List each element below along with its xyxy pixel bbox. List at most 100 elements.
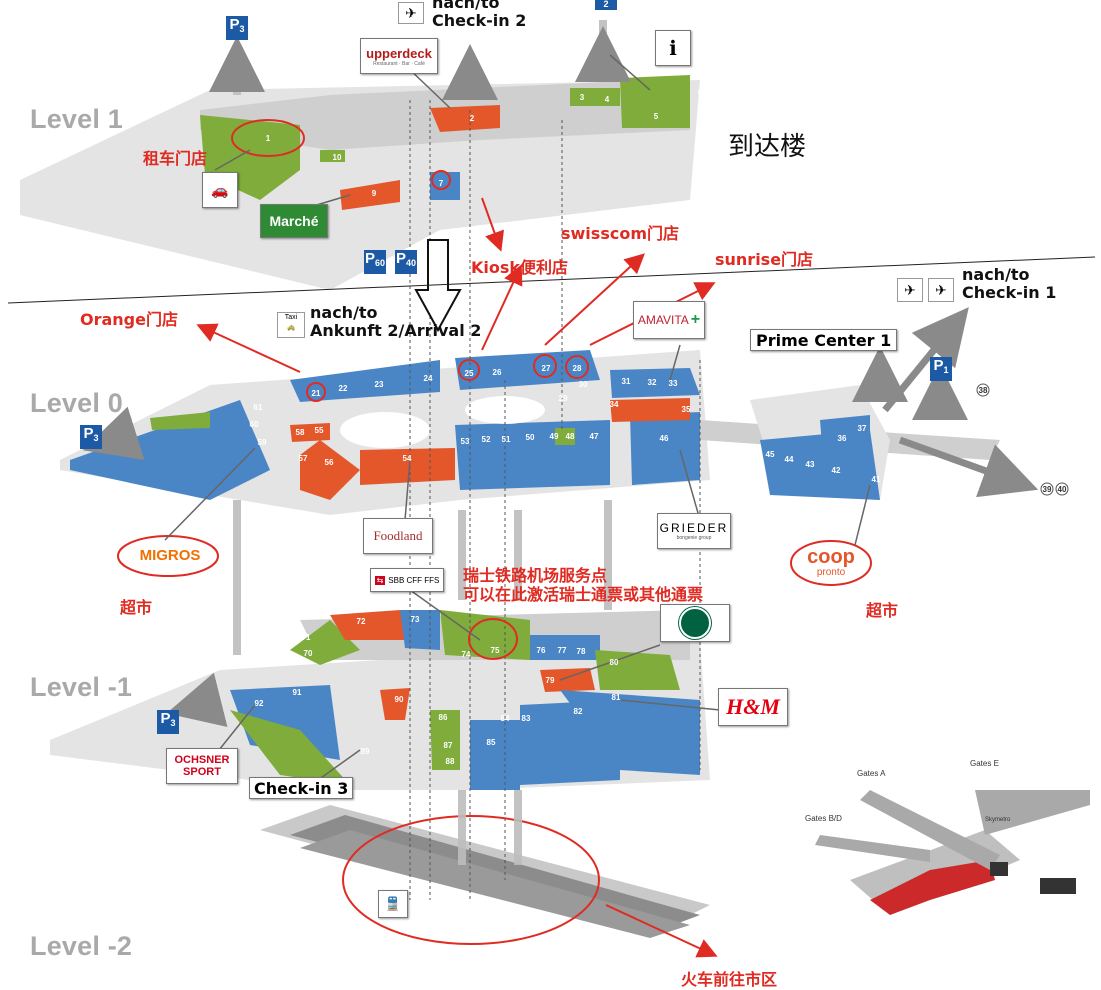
unit-number-88: 88 xyxy=(446,757,455,766)
orange-annotation: Orange门店 xyxy=(80,310,178,329)
unit-number-80: 80 xyxy=(610,658,619,667)
unit-number-89: 89 xyxy=(361,747,370,756)
arrival-plane-icon: ✈ xyxy=(928,278,954,302)
airplane-icon: ✈ xyxy=(398,2,424,24)
checkin-1-sign: nach/to Check-in 1 xyxy=(962,265,1057,302)
migros-logo: MIGROS xyxy=(139,546,201,564)
checkin-2-sign: nach/to Check-in 2 xyxy=(432,0,527,30)
unit-number-40: 40 xyxy=(1058,485,1067,494)
starbucks-icon xyxy=(679,607,711,639)
unit-number-36: 36 xyxy=(838,434,847,443)
parking-p2-sign: 2 xyxy=(595,0,617,10)
unit-number-47: 47 xyxy=(590,432,599,441)
unit-number-75: 75 xyxy=(491,646,500,655)
skymetro-label: Skymetro xyxy=(985,817,1011,823)
unit-number-48: 48 xyxy=(566,432,575,441)
unit-number-21: 21 xyxy=(312,389,321,398)
unit-number-56: 56 xyxy=(325,458,334,467)
sunrise-annotation: sunrise门店 xyxy=(715,250,814,269)
unit-number-27: 27 xyxy=(542,364,551,373)
unit-number-90: 90 xyxy=(395,695,404,704)
level-minus-2-plan xyxy=(260,805,710,945)
level-minus-1-label: Level -1 xyxy=(30,672,133,702)
train-icon: 🚆 xyxy=(378,890,408,918)
sbb-logo: ⇆ SBB CFF FFS xyxy=(370,568,444,592)
direction-arrows xyxy=(82,26,1039,727)
unit-number-49: 49 xyxy=(550,432,559,441)
kiosk-annotation: Kiosk便利店 xyxy=(471,258,569,277)
unit-number-92: 92 xyxy=(255,699,264,708)
unit-number-79: 79 xyxy=(546,676,555,685)
info-icon: ℹ xyxy=(655,30,691,66)
unit-number-41: 41 xyxy=(872,475,881,484)
level-minus-2-label: Level -2 xyxy=(30,931,133,961)
supermarket-left-annotation: 超市 xyxy=(120,598,153,617)
unit-number-24: 24 xyxy=(424,374,433,383)
unit-number-25: 25 xyxy=(465,369,474,378)
level-0-label: Level 0 xyxy=(30,388,123,418)
unit-number-33: 33 xyxy=(669,379,678,388)
dashed-guides xyxy=(409,100,701,900)
gates-a-label: Gates A xyxy=(857,769,886,778)
annotation-circles xyxy=(117,119,872,660)
unit-number-38: 38 xyxy=(979,386,988,395)
unit-number-50: 50 xyxy=(526,433,535,442)
departure-plane-icon: ✈ xyxy=(897,278,923,302)
unit-number-74: 74 xyxy=(462,650,471,659)
train-city-annotation: 火车前往市区 xyxy=(681,970,778,989)
car-rental-annotation: 租车门店 xyxy=(143,149,208,168)
unit-number-82: 82 xyxy=(574,707,583,716)
arrival-floor-label: 到达楼 xyxy=(728,132,807,162)
terminal-inset-map xyxy=(815,790,1090,915)
unit-number-5: 5 xyxy=(654,112,659,121)
unit-number-72: 72 xyxy=(357,617,366,626)
unit-number-43: 43 xyxy=(806,460,815,469)
unit-number-73: 73 xyxy=(411,615,420,624)
unit-number-46: 46 xyxy=(660,434,669,443)
unit-number-81: 81 xyxy=(612,693,621,702)
unit-number-3: 3 xyxy=(580,93,585,102)
unit-number-84: 84 xyxy=(501,714,510,723)
level-1-plan xyxy=(20,75,700,290)
grieder-logo: GRIEDER bongenie group xyxy=(657,513,731,549)
unit-circle-40 xyxy=(1055,482,1069,496)
unit-number-57: 57 xyxy=(299,454,308,463)
unit-number-10: 10 xyxy=(333,153,342,162)
unit-number-22: 22 xyxy=(339,384,348,393)
foodland-logo: Foodland xyxy=(363,518,433,554)
unit-number-59: 59 xyxy=(258,438,267,447)
unit-number-32: 32 xyxy=(648,378,657,387)
upperdeck-logo: upperdeck Restaurant · Bar · Café xyxy=(360,38,438,74)
unit-number-35: 35 xyxy=(682,405,691,414)
unit-number-77: 77 xyxy=(558,646,567,655)
unit-number-9: 9 xyxy=(372,189,377,198)
unit-circle-39 xyxy=(1040,482,1054,496)
level-0-plan xyxy=(60,350,1000,515)
unit-number-87: 87 xyxy=(444,741,453,750)
checkin-3-sign: Check-in 3 xyxy=(249,777,354,799)
unit-number-61: 61 xyxy=(254,403,263,412)
level-1-label: Level 1 xyxy=(30,104,123,134)
unit-number-71: 71 xyxy=(302,633,311,642)
unit-number-4: 4 xyxy=(605,95,610,104)
swisscom-annotation: swisscom门店 xyxy=(561,224,679,243)
unit-number-45: 45 xyxy=(766,450,775,459)
unit-number-78: 78 xyxy=(577,647,586,656)
unit-number-85: 85 xyxy=(487,738,496,747)
amavita-logo: AMAVITA+ xyxy=(633,301,705,339)
supermarket-right-annotation: 超市 xyxy=(866,601,899,620)
hm-logo: H&M xyxy=(718,688,788,726)
ochsner-sport-logo: OCHSNER SPORT xyxy=(166,748,238,784)
unit-number-54: 54 xyxy=(403,454,412,463)
unit-number-60: 60 xyxy=(250,420,259,429)
arrival-2-sign: nach/to Ankunft 2/Arrival 2 xyxy=(310,303,482,340)
unit-number-34: 34 xyxy=(610,400,619,409)
coop-pronto-logo: coop pronto xyxy=(807,545,855,578)
unit-number-86: 86 xyxy=(439,713,448,722)
